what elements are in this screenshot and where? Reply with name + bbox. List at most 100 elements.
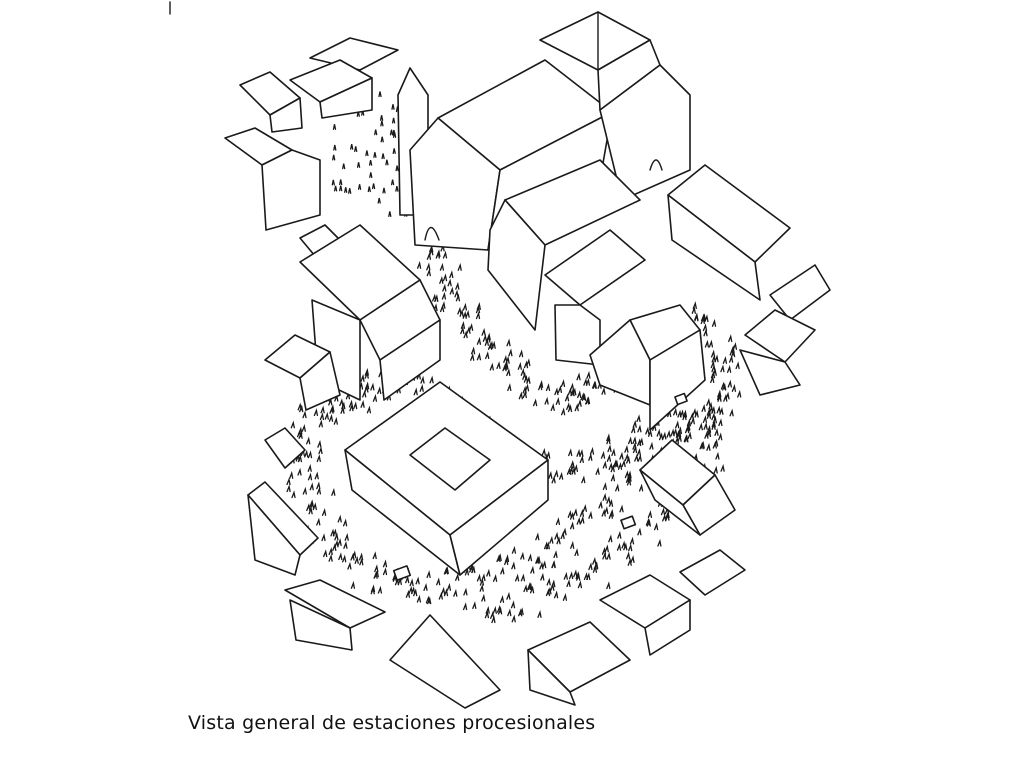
crowd-figure	[700, 313, 706, 322]
crowd-figure	[624, 453, 629, 462]
crowd-figure	[342, 554, 347, 563]
crowd-figure	[365, 150, 369, 157]
crowd-figure	[446, 582, 452, 591]
crowd-figure	[307, 472, 313, 481]
crowd-figure	[606, 436, 611, 445]
crowd-figure	[566, 579, 571, 588]
crowd-figure	[694, 312, 699, 321]
crowd-figure	[358, 552, 364, 561]
crowd-figure	[554, 469, 559, 478]
crowd-figure	[579, 449, 584, 457]
crowd-figure	[700, 440, 705, 449]
crowd-figure	[634, 453, 639, 462]
crowd-figure	[706, 429, 712, 438]
crowd-figure	[683, 434, 688, 443]
crowd-figure	[602, 460, 607, 469]
crowd-figure	[554, 387, 559, 396]
crowd-figure	[370, 382, 375, 391]
crowd-figure	[567, 510, 572, 518]
crowd-figure	[455, 281, 460, 290]
crowd-figure	[364, 384, 369, 393]
crowd-figure	[350, 552, 355, 561]
crowd-figure	[332, 543, 337, 552]
crowd-figure	[302, 410, 307, 419]
crowd-figure	[711, 318, 717, 327]
building-left-middle	[264, 224, 441, 411]
crowd-figure	[569, 511, 575, 520]
crowd-figure	[492, 574, 498, 582]
crowd-figure	[563, 571, 568, 580]
crowd-figure	[304, 449, 309, 458]
crowd-figure	[636, 448, 642, 457]
crowd-figure	[715, 451, 720, 460]
crowd-figure	[726, 365, 732, 373]
crowd-figure	[624, 444, 629, 453]
crowd-figure	[334, 532, 339, 541]
crowd-figure	[713, 438, 719, 447]
crowd-figure	[560, 379, 566, 388]
crowd-figure	[711, 405, 716, 414]
crowd-figure	[496, 554, 501, 563]
crowd-figure	[449, 270, 454, 279]
crowd-figure	[711, 354, 716, 363]
crowd-figure	[606, 581, 611, 590]
crowd-figure	[598, 500, 603, 509]
crowd-figure	[657, 538, 662, 547]
crowd-figure	[691, 306, 696, 314]
crowd-figure	[554, 531, 559, 540]
crowd-figure	[523, 360, 529, 369]
crowd-figure	[585, 377, 591, 386]
crowd-figure	[426, 251, 432, 260]
crowd-figure	[380, 136, 384, 143]
crowd-figure	[687, 431, 692, 440]
crowd-figure	[541, 447, 546, 456]
crowd-figure	[714, 428, 719, 436]
crowd-figure	[434, 294, 439, 303]
crowd-figure	[658, 432, 664, 441]
crowd-figure	[628, 543, 633, 552]
crowd-figure	[538, 379, 544, 388]
crowd-figure	[316, 454, 321, 463]
crowd-figure	[476, 336, 482, 345]
crowd-figure	[331, 179, 335, 186]
crowd-figure	[372, 393, 378, 402]
crowd-figure	[342, 518, 348, 527]
crowd-figure	[476, 573, 482, 582]
crowd-figure	[526, 375, 531, 384]
crowd-figure	[350, 580, 356, 589]
crowd-figure	[499, 595, 505, 603]
crowd-figure	[737, 389, 742, 398]
crowd-figure	[392, 132, 397, 138]
crowd-figure	[344, 532, 349, 541]
crowd-figure	[722, 382, 727, 391]
crowd-figure	[588, 452, 593, 461]
crowd-figure	[570, 388, 575, 397]
crowd-figure	[611, 448, 616, 457]
crowd-figure	[547, 586, 552, 595]
crowd-figure	[639, 437, 644, 446]
crowd-figure	[689, 412, 694, 421]
crowd-figure	[701, 404, 706, 412]
crowd-figure	[328, 553, 333, 562]
crowd-figure	[321, 533, 326, 542]
crowd-figure	[347, 561, 352, 570]
crowd-figure	[453, 588, 458, 597]
crowd-figure	[539, 561, 544, 570]
crowd-figure	[328, 413, 334, 422]
crowd-figure	[321, 508, 327, 516]
crowd-figure	[607, 444, 612, 453]
crowd-figure	[660, 507, 666, 516]
crowd-figure	[712, 415, 717, 424]
crowd-figure	[286, 484, 291, 493]
crowd-figure	[319, 412, 325, 421]
crowd-figure	[535, 555, 540, 564]
crowd-figure	[716, 392, 722, 401]
crowd-figure	[653, 522, 659, 531]
crowd-figure	[573, 508, 578, 517]
crowd-figure	[463, 587, 468, 596]
crowd-figure	[632, 419, 637, 428]
crowd-figure	[553, 590, 559, 599]
crowd-figure	[592, 556, 597, 565]
crowd-figure	[466, 325, 471, 334]
crowd-figure	[349, 403, 354, 412]
